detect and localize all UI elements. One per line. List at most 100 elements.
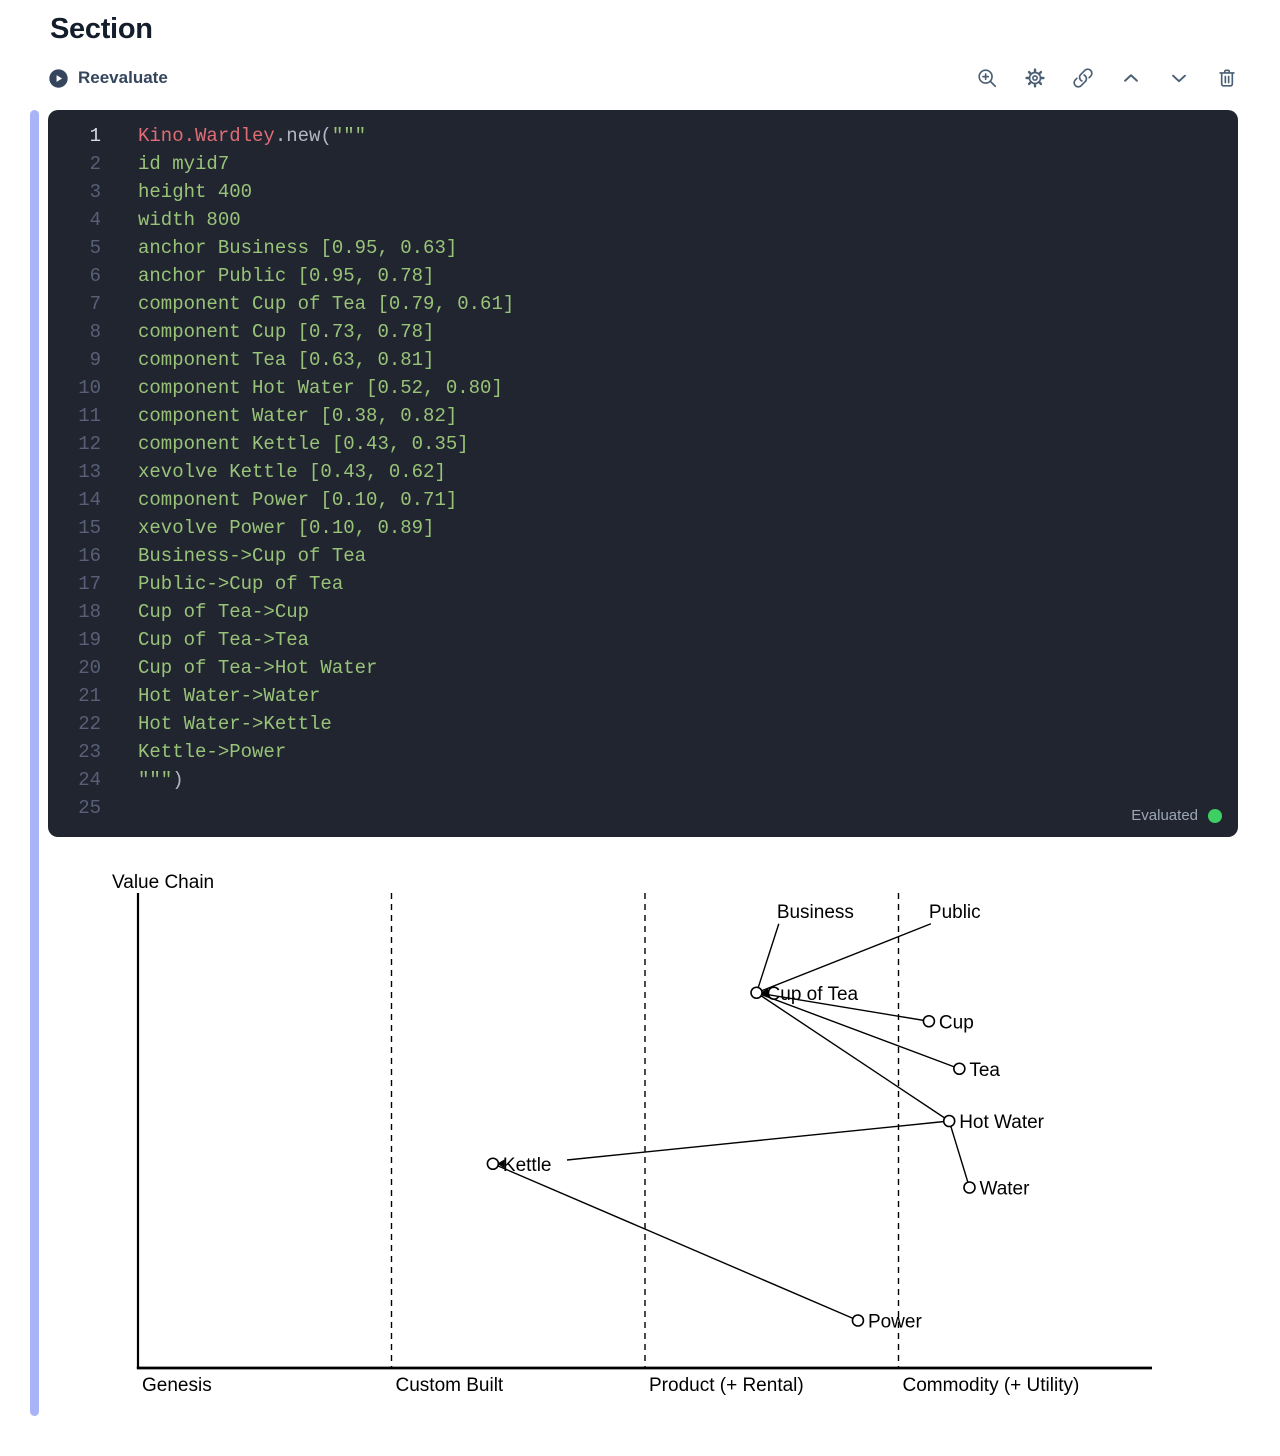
line-number: 16 [78,545,101,567]
evaluation-status-label: Evaluated [1131,807,1198,824]
code-text: anchor Public [0.95, 0.78] [138,265,435,287]
line-number: 18 [78,601,101,623]
map-link-cup-of-tea-tea [756,992,960,1070]
map-links [492,923,971,1322]
evaluated-dot [1208,808,1222,823]
code-text: height 400 [138,181,253,203]
code-text: Cup of Tea->Cup [138,601,310,623]
stage-label-genesis: Genesis [142,1375,212,1396]
settings-icon [1024,67,1046,89]
stage-label-product-rental-: Product (+ Rental) [649,1375,804,1396]
map-link-hot-water-water [948,1120,971,1188]
line-number: 2 [89,153,101,175]
code-text: component Cup [0.73, 0.78] [138,321,435,343]
map-link-cup-of-tea-hot-water [756,992,950,1122]
code-text: component Cup of Tea [0.79, 0.61] [138,293,515,315]
reevaluate-button[interactable]: Reevaluate [48,68,168,89]
map-link-public-cup-of-tea [756,923,932,994]
line-number: 17 [78,573,101,595]
line-number: 22 [78,713,101,735]
code-line[interactable]: 20 Cup of Tea->Hot Water [48,654,1238,682]
map-link-arrows [496,988,769,1168]
code-line[interactable]: 3 height 400 [48,178,1238,206]
y-axis-label: Value Chain [112,872,214,893]
line-number: 3 [89,181,101,203]
code-text: Kino.Wardley.new(""" [138,125,367,147]
cell-actions [976,67,1238,89]
line-number: 13 [78,461,101,483]
code-text: Business->Cup of Tea [138,545,367,567]
code-text: Hot Water->Water [138,685,321,707]
code-text: xevolve Power [0.10, 0.89] [138,517,435,539]
map-label-power: Power [868,1312,923,1333]
trash-button[interactable] [1216,67,1238,89]
map-arrow-cup-of-tea [760,988,769,997]
chevron-down-button[interactable] [1168,67,1190,89]
play-icon [48,68,69,89]
zoom-in-button[interactable] [976,67,998,89]
map-node-cup-of-tea [750,986,763,1000]
zoom-in-icon [976,67,998,89]
map-label-hot-water: Hot Water [959,1112,1044,1133]
chevron-up-icon [1120,67,1142,89]
code-line[interactable]: 19 Cup of Tea->Tea [48,626,1238,654]
code-line[interactable]: 13 xevolve Kettle [0.43, 0.62] [48,458,1238,486]
map-anchor-business: Business [777,902,854,923]
settings-button[interactable] [1024,67,1046,89]
code-text: component Tea [0.63, 0.81] [138,349,435,371]
code-line[interactable]: 25 [48,794,1238,822]
map-node-tea [953,1062,966,1076]
map-label-cup-of-tea: Cup of Tea [767,984,859,1005]
code-line[interactable]: 8 component Cup [0.73, 0.78] [48,318,1238,346]
map-link-hot-water-kettle [566,1120,950,1161]
map-label-tea: Tea [969,1060,1000,1081]
code-text: anchor Business [0.95, 0.63] [138,237,458,259]
line-number: 10 [78,377,101,399]
code-line[interactable]: 16 Business->Cup of Tea [48,542,1238,570]
map-node-power [851,1314,865,1327]
line-number: 12 [78,433,101,455]
map-link-cup-of-tea-cup [756,992,930,1022]
line-number: 20 [78,657,101,679]
page-title: Section [50,13,153,45]
link-button[interactable] [1072,67,1094,89]
code-text: Cup of Tea->Tea [138,629,310,651]
line-number: 19 [78,629,101,651]
map-link-kettle-power [492,1163,859,1322]
code-line[interactable]: 24""") [48,766,1238,794]
reevaluate-label: Reevaluate [78,68,168,87]
code-text: Kettle->Power [138,741,287,763]
code-text: xevolve Kettle [0.43, 0.62] [138,461,446,483]
code-line[interactable]: 9 component Tea [0.63, 0.81] [48,346,1238,374]
code-text: Public->Cup of Tea [138,573,344,595]
map-anchor-public: Public [929,902,981,923]
trash-icon [1216,67,1238,89]
line-number: 8 [89,321,101,343]
code-text: Cup of Tea->Hot Water [138,657,378,679]
line-number: 9 [89,349,101,371]
code-line[interactable]: 18 Cup of Tea->Cup [48,598,1238,626]
line-number: 11 [78,405,101,427]
map-label-cup: Cup [939,1012,974,1033]
chevron-up-button[interactable] [1120,67,1142,89]
line-number: 14 [78,489,101,511]
code-line[interactable]: 17 Public->Cup of Tea [48,570,1238,598]
